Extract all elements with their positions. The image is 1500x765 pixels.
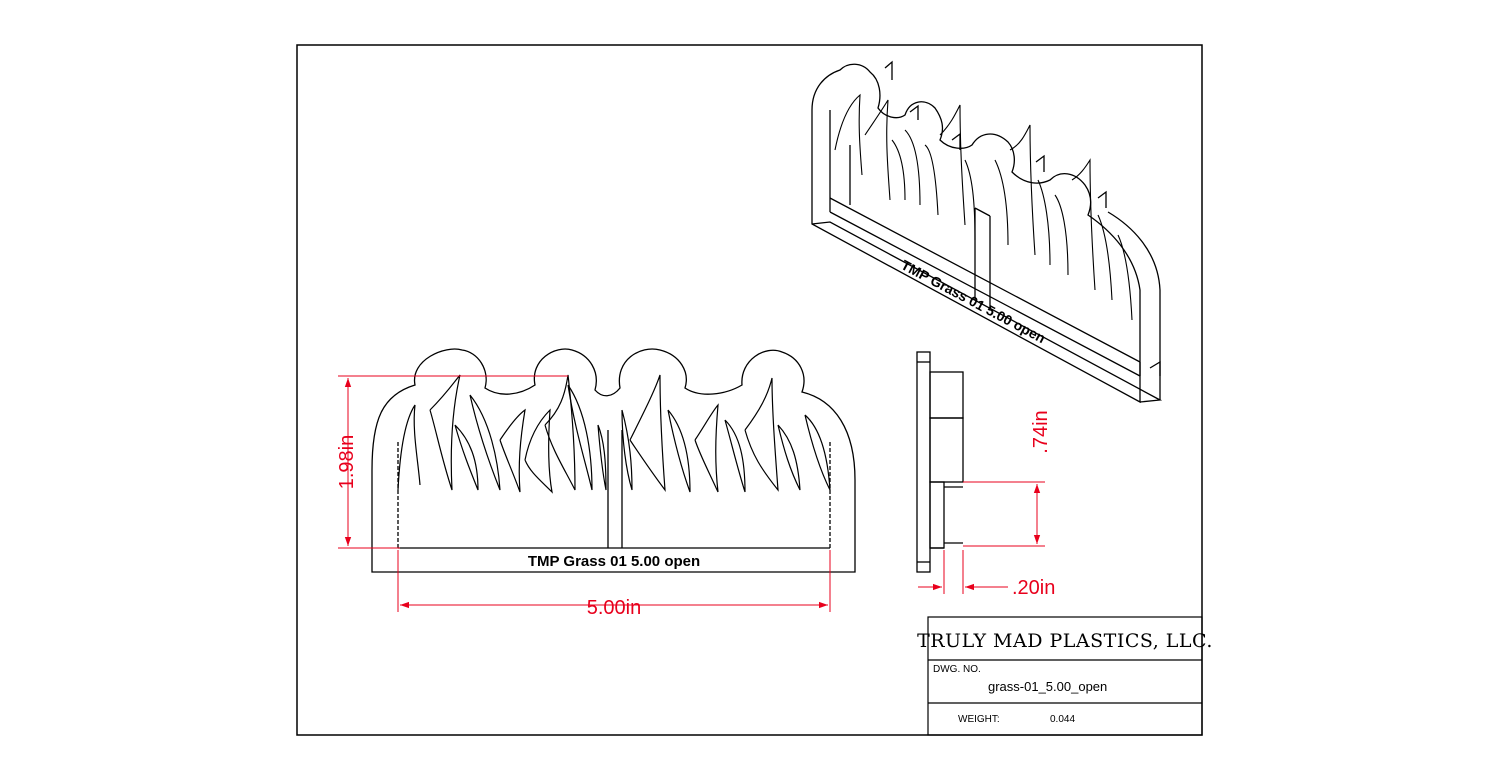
front-height-label: 1.98in	[336, 435, 358, 490]
iso-plate-thickness	[811, 211, 1163, 403]
side-lower-wall	[929, 481, 945, 549]
side-back-plate	[916, 351, 931, 573]
side-view	[916, 351, 964, 573]
front-width-label: 5.00in	[587, 597, 642, 619]
side-dimensions	[918, 481, 1045, 594]
front-outer-outline	[371, 348, 856, 573]
iso-left-wall	[829, 110, 851, 205]
iso-view	[811, 60, 1163, 404]
iso-base-ledge	[829, 197, 1141, 377]
iso-top-tabs	[884, 60, 1161, 376]
dwg-no-label: DWG. NO.	[933, 664, 981, 675]
front-dimensions	[338, 375, 831, 612]
title-block	[927, 616, 1203, 736]
front-grass-blades	[397, 374, 831, 494]
side-upper-block	[929, 371, 964, 419]
iso-plate-outline	[811, 63, 1141, 404]
front-view	[371, 348, 856, 573]
front-engraving: TMP Grass 01 5.00 open	[528, 553, 700, 570]
side-depth-label: .74in	[1030, 410, 1052, 453]
dwg-no-value: grass-01_5.00_open	[988, 679, 1107, 694]
front-center-divider	[607, 430, 623, 548]
side-middle-block	[929, 417, 964, 483]
weight-value: 0.044	[1050, 714, 1075, 725]
iso-grass-blades	[834, 93, 1133, 321]
drawing-border	[296, 44, 1203, 736]
weight-label: WEIGHT:	[958, 714, 1000, 725]
company-name: TRULY MAD PLASTICS, LLC.	[917, 630, 1213, 652]
side-thickness-label: .20in	[1012, 577, 1055, 599]
